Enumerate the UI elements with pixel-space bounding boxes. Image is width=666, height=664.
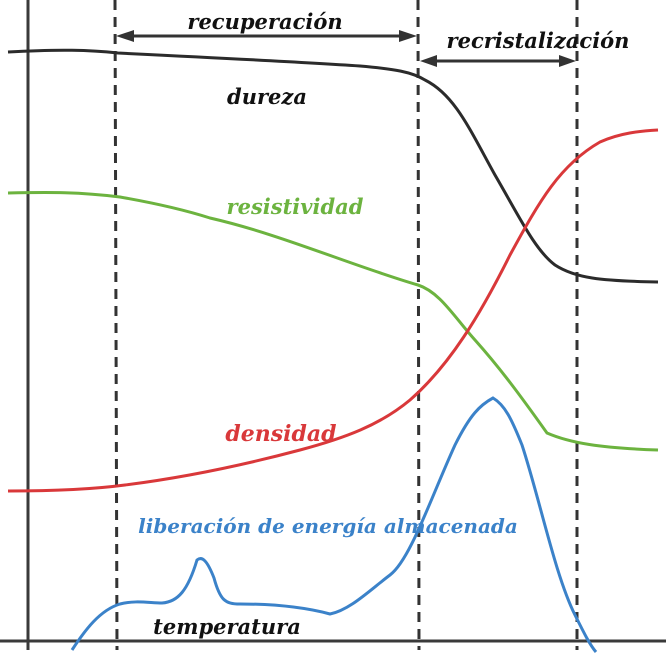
boundary-line-2: [416, 0, 421, 651]
recristalizacion-label: recristalización: [447, 28, 630, 53]
temperatura-label: temperatura: [153, 614, 301, 639]
liberacion-label: liberación de energía almacenada: [138, 514, 518, 538]
recuperacion-arrow: [116, 30, 417, 42]
densidad-curve: [7, 128, 659, 493]
densidad-label: densidad: [225, 421, 336, 447]
recristalizacion-arrow: [420, 55, 576, 67]
liberacion-curve: [70, 396, 598, 653]
resistividad-label: resistividad: [227, 194, 364, 219]
dureza-label: dureza: [227, 84, 307, 109]
recuperacion-label: recuperación: [187, 9, 342, 34]
dureza-curve: [7, 48, 659, 284]
boundary-line-1: [113, 0, 119, 651]
resistividad-curve: [7, 190, 659, 452]
